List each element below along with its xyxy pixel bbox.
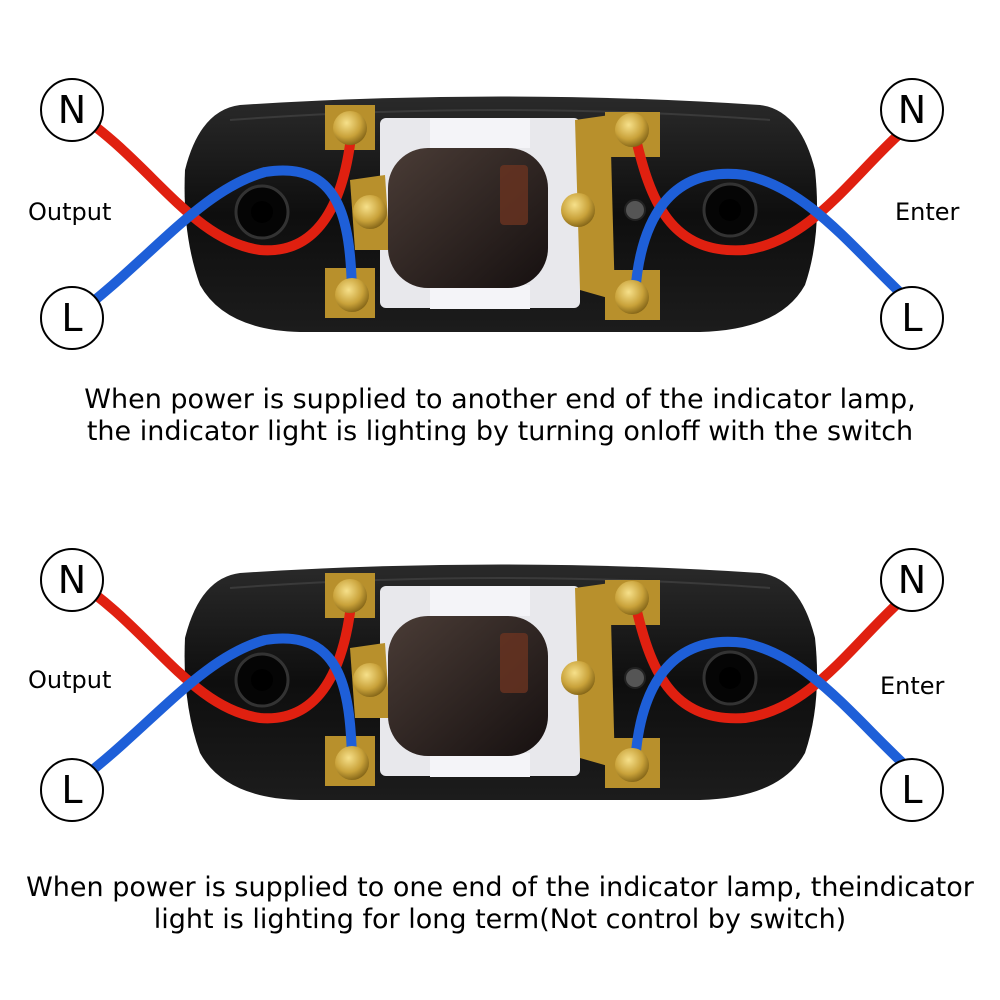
- live-wire-left: [67, 633, 357, 791]
- screw-left-top: [333, 111, 367, 145]
- output-label: Output: [28, 198, 112, 226]
- neutral-wire-left: [67, 105, 357, 256]
- live-wire-right: [630, 168, 933, 323]
- output-label: Output: [28, 666, 112, 694]
- screw-left-bottom: [335, 278, 369, 312]
- wiring-diagram-2: N L N L Output Enter When power is suppl…: [0, 468, 1000, 968]
- enter-label: Enter: [895, 198, 960, 226]
- switch-wiring-illustration: [67, 564, 933, 800]
- terminal-l-left: L: [40, 758, 104, 822]
- caption-line-2: the indicator light is lighting by turni…: [86, 416, 914, 447]
- screw-right-bottom: [615, 280, 649, 314]
- brass-plate-right: [575, 115, 615, 300]
- screw-right-top: [615, 113, 649, 147]
- wiring-diagram-1: N L N L Output Enter When power is suppl…: [28, 78, 960, 447]
- terminal-n-right: N: [880, 548, 944, 612]
- terminal-label: L: [901, 296, 923, 340]
- terminal-l-left: L: [40, 286, 104, 350]
- screw-left-mid: [353, 663, 387, 697]
- live-wire-left: [67, 165, 357, 323]
- screw-right-top: [615, 581, 649, 615]
- neutral-wire-right: [630, 105, 933, 256]
- caption-line-2: light is lighting for long term(Not cont…: [153, 904, 847, 935]
- live-wire-right: [630, 636, 933, 791]
- terminal-label: N: [57, 88, 87, 132]
- terminal-n-left: N: [40, 548, 104, 612]
- neutral-wire-left: [67, 573, 357, 724]
- terminal-label: N: [897, 88, 927, 132]
- screw-right-bottom: [615, 748, 649, 782]
- terminal-n-left: N: [40, 78, 104, 142]
- screw-right-mid: [561, 193, 595, 227]
- caption-line-1: When power is supplied to another end of…: [84, 384, 916, 415]
- terminal-label: L: [61, 296, 83, 340]
- switch-wiring-illustration: [67, 96, 933, 332]
- enter-label: Enter: [880, 672, 945, 700]
- brass-plate-right: [575, 583, 615, 768]
- terminal-label: N: [897, 558, 927, 602]
- terminal-n-right: N: [880, 78, 944, 142]
- terminal-l-right: L: [880, 286, 944, 350]
- terminal-label: L: [61, 768, 83, 812]
- screw-left-bottom: [335, 746, 369, 780]
- terminal-l-right: L: [880, 758, 944, 822]
- screw-right-mid: [561, 661, 595, 695]
- neutral-wire-right: [630, 573, 933, 724]
- terminal-label: L: [901, 768, 923, 812]
- screw-left-mid: [353, 195, 387, 229]
- caption-line-1: When power is supplied to one end of the…: [26, 872, 974, 903]
- terminal-label: N: [57, 558, 87, 602]
- screw-left-top: [333, 579, 367, 613]
